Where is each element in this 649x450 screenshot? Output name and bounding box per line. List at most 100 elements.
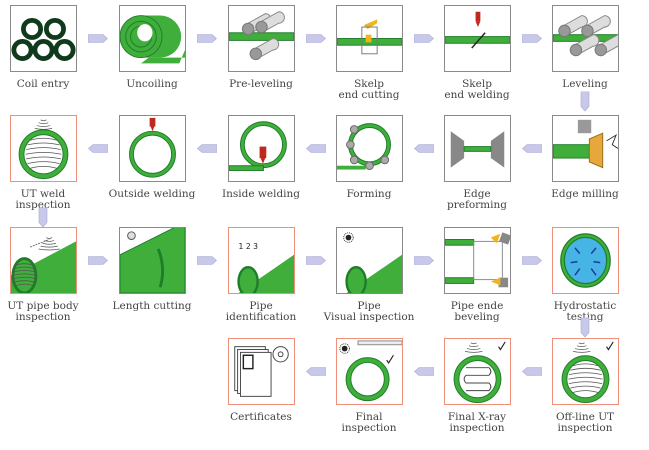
step-final-inspection [336,338,403,405]
step-label-line: Skelp [354,78,384,90]
step-label-line: Skelp [462,78,492,90]
hydrostatic-icon [560,233,611,288]
flow-arrow [88,256,108,265]
length-cutting-icon [120,228,185,293]
flow-arrow [88,144,108,153]
step-length-cutting [119,227,186,294]
step-inside-welding [228,115,295,182]
inside-welding-icon [229,121,287,171]
step-label-line: Final X-ray [447,411,507,423]
flow-arrow [197,144,217,153]
offline-ut-icon [561,341,614,404]
step-beveling [444,227,511,294]
step-label-line: inspection [341,422,397,434]
step-uncoiling-coil [119,5,186,72]
step-label-line: Off-line UT [555,411,615,423]
flow-arrow [413,256,434,265]
step-label-line: inspection [15,311,71,323]
step-label-line: end welding [444,89,510,101]
flow-arrow [197,256,217,265]
step-edge-milling [552,115,619,182]
step-label-line: Visual inspection [323,311,415,323]
coil-stack-icon [11,17,76,61]
pipe-marking: 1 2 3 [239,242,259,251]
step-ut-pipe-body [10,227,77,294]
flow-arrow [580,317,590,338]
step-label-line: Pipe ende [450,300,504,312]
edge-preforming-icon [450,131,505,168]
forming-rollers-icon [337,123,392,171]
end-cutting-icon [337,19,402,55]
step-xray [444,338,511,405]
step-edge-preforming [444,115,511,182]
step-end-cutting [336,5,403,72]
step-label-line: UT weld [20,188,66,200]
flow-arrow [305,256,326,265]
step-hydrostatic [552,227,619,294]
step-label: Length cutting [112,300,192,312]
step-label: Coil entry [16,78,70,90]
flow-arrow [580,91,590,112]
step-label: Uncoiling [126,78,178,90]
step-label: Inside welding [221,188,301,200]
step-label-line: Final [355,411,383,423]
flow-arrow [413,34,434,43]
step-label-line: inspection [15,199,71,211]
uncoiling-coil-icon [120,15,185,64]
step-outside-welding [119,115,186,182]
flow-arrow [305,367,326,376]
final-inspection-icon [339,340,402,402]
end-welding-icon [445,11,510,49]
beveling-icon [445,232,510,288]
pre-leveling-rollers-icon [229,11,294,61]
flow-arrow [88,34,108,43]
step-pipe-identification: 1 2 3 [228,227,295,294]
flow-arrow [197,34,217,43]
leveling-rollers-icon [553,15,618,57]
flow-arrow [413,367,434,376]
step-label-line: Pipe [357,300,381,312]
step-label: Edge milling [551,188,619,200]
step-label-line: testing [566,311,604,323]
step-end-welding [444,5,511,72]
step-forming-rollers [336,115,403,182]
flow-arrow [521,144,542,153]
step-visual-inspection [336,227,403,294]
xray-icon [453,341,506,404]
ut-weld-icon [18,119,69,180]
flow-arrow [413,144,434,153]
step-label: Certificates [230,411,292,423]
flow-arrow [305,144,326,153]
step-pre-leveling-rollers [228,5,295,72]
step-label: Pre-leveling [229,78,293,90]
flow-arrow [305,34,326,43]
flow-arrow [521,256,542,265]
certificates-icon [234,346,289,397]
step-label: Leveling [562,78,608,90]
step-coil-stack [10,5,77,72]
step-label-line: identification [225,311,297,323]
step-ut-weld [10,115,77,182]
step-label: Outside welding [108,188,196,200]
step-offline-ut [552,338,619,405]
step-label-line: UT pipe body [7,300,79,312]
outside-welding-icon [129,117,176,178]
flow-arrow [521,34,542,43]
step-label-line: end cutting [338,89,400,101]
ut-pipe-body-icon [11,237,76,293]
step-label-line: Edge [463,188,491,200]
step-label-line: Pipe [249,300,273,312]
flow-arrow [521,367,542,376]
edge-milling-icon [553,119,618,169]
pipe-identification-icon: 1 2 3 [237,242,294,293]
